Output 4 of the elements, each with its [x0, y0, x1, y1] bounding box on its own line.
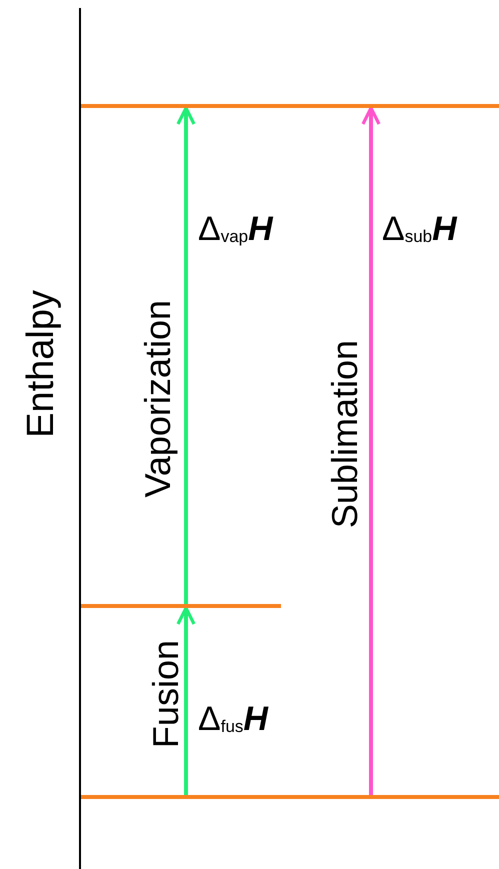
axis-label: Enthalpy [22, 290, 60, 438]
arrow [176, 106, 196, 604]
arrow [176, 606, 196, 795]
arrow [361, 106, 381, 795]
